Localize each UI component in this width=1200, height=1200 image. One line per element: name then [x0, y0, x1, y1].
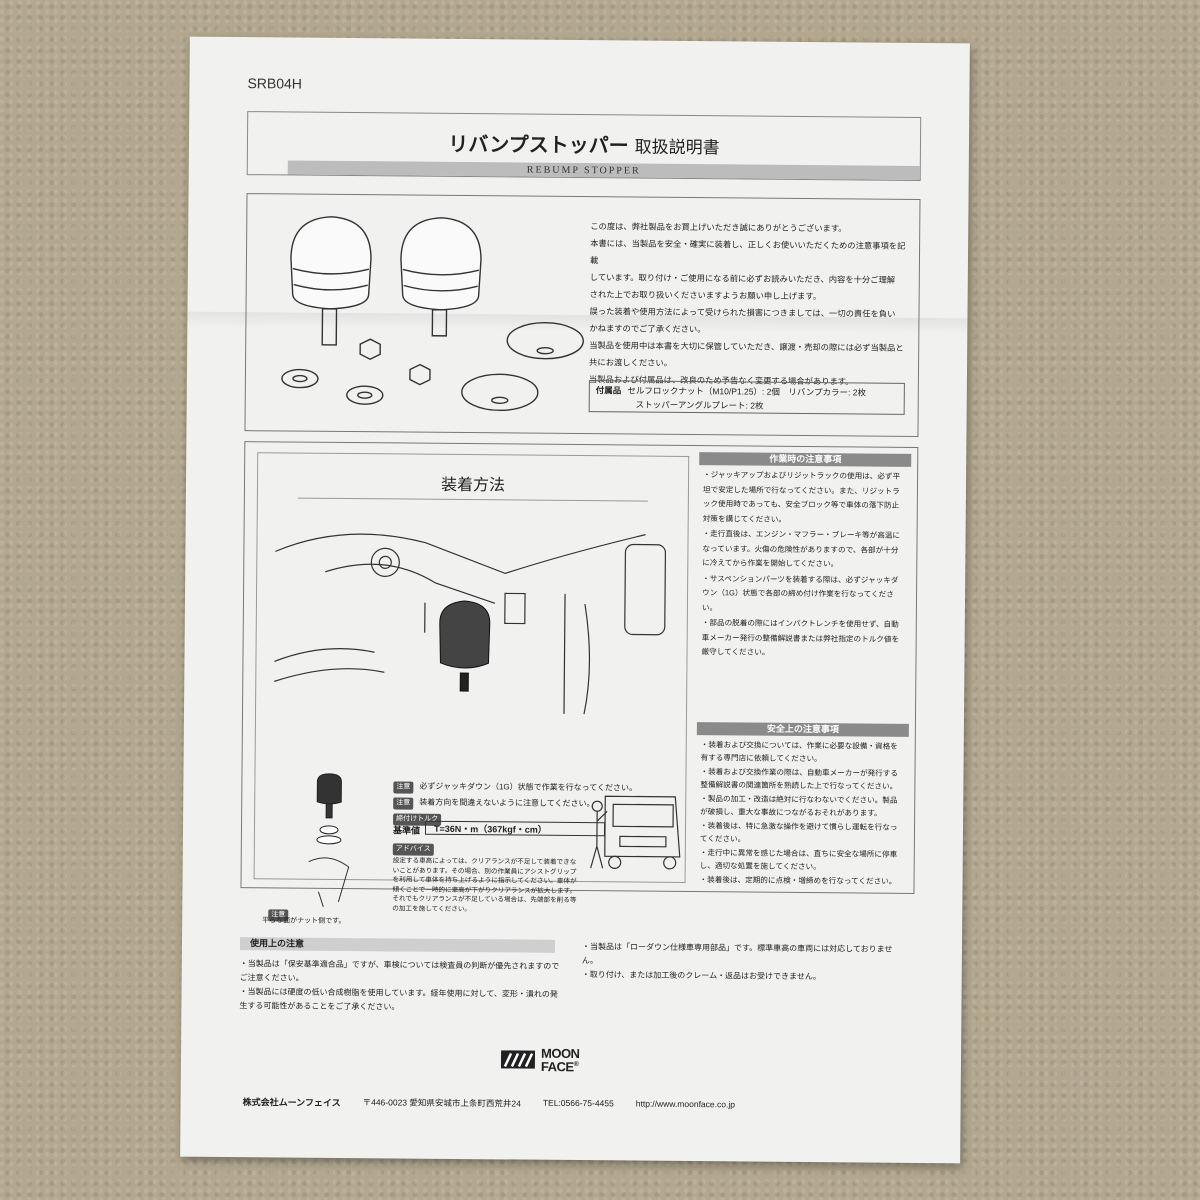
usage-right: ・当製品は「ローダウン仕様車専用部品」です。標準車高の車両には対応しておりません… — [581, 942, 893, 982]
moonface-logo: MOON FACE® — [500, 1045, 580, 1075]
usage-left: ・当製品は「保安基準適合品」ですが、車検については検査員の判断が優先されますので… — [239, 959, 560, 1012]
moonface-logo-icon — [500, 1050, 536, 1069]
title-box: リバンプストッパー取扱説明書 REBUMP STOPPER — [246, 111, 922, 182]
product-parts-illustration — [281, 216, 584, 412]
advice-label: アドバイス — [392, 842, 440, 856]
torque-value: T=36N・m（367kgf・cm） — [424, 820, 606, 837]
install-heading: 装着方法 — [440, 476, 506, 495]
accessories-box: 付属品セルフロックナット（M10/P1.25）: 2個 リバンプカラー: 2枚 … — [588, 380, 905, 415]
torque-sub: 基準値 — [392, 825, 421, 836]
page-title: リバンプストッパー取扱説明書 — [248, 126, 920, 161]
company-url[interactable]: http://www.moonface.co.jp — [635, 1098, 736, 1110]
accessories-label: 付属品 — [595, 385, 622, 396]
title-suffix: 取扱説明書 — [634, 137, 720, 158]
company-footer: 株式会社ムーンフェイス 〒446-0023 愛知県安城市上条町西荒井24 TEL… — [243, 1095, 735, 1112]
flat-side-text: 平らな面がナット側です。 — [262, 917, 346, 926]
angle-plate-parts — [461, 322, 584, 412]
van-illustration — [590, 795, 681, 870]
instruction-sheet: SRB04H リバンプストッパー取扱説明書 REBUMP STOPPER — [180, 36, 970, 1164]
install-diagram-frame: 装着方法 — [253, 452, 690, 922]
assembly-exploded-illustration — [308, 773, 350, 907]
work-caution-list: ・ジャッキアップおよびリジットラックの使用は、必ず平坦で安定した場所で行なってく… — [701, 470, 901, 657]
advice-text: 設定する車高によっては、クリアランスが不足して装着できないことがあります。その場… — [392, 857, 577, 913]
rebump-collar-parts — [281, 368, 384, 405]
install-box: 装着方法 — [240, 441, 919, 922]
heading-rule — [297, 497, 648, 502]
install-note-2: 注意装着方向を間違えないように注意してください。 — [393, 796, 595, 811]
company-tel: TEL:0566-75-4455 — [542, 1097, 614, 1109]
installed-bump-stopper — [439, 600, 491, 692]
safety-caution-panel: 安全上の注意事項 ・装着および交換については、作業に必要な設備・資格を有する専門… — [695, 722, 909, 889]
company-address: 〒446-0023 愛知県安城市上条町西荒井24 — [362, 1097, 521, 1109]
intro-text: この度は、弊社製品をお買上げいただき誠にありがとうございます。 本書には、当製品… — [588, 221, 906, 387]
bump-stopper-right — [400, 217, 482, 337]
safety-caution-list: ・装着および交換については、作業に必要な設備・資格を有する専門店に依頼してくださ… — [699, 740, 898, 886]
logo-wordmark: MOON FACE® — [540, 1045, 580, 1075]
usage-heading: 使用上の注意 — [239, 937, 556, 953]
work-caution-panel: 作業時の注意事項 ・ジャッキアップおよびリジットラックの使用は、必ず平坦で安定し… — [697, 452, 912, 662]
bump-stopper-left — [290, 216, 372, 346]
model-number: SRB04H — [247, 75, 303, 92]
lock-nut-parts — [359, 338, 431, 386]
title-main: リバンプストッパー — [448, 133, 629, 158]
company-name: 株式会社ムーンフェイス — [242, 1097, 341, 1108]
suspension-illustration — [274, 533, 667, 715]
product-box — [244, 193, 921, 437]
